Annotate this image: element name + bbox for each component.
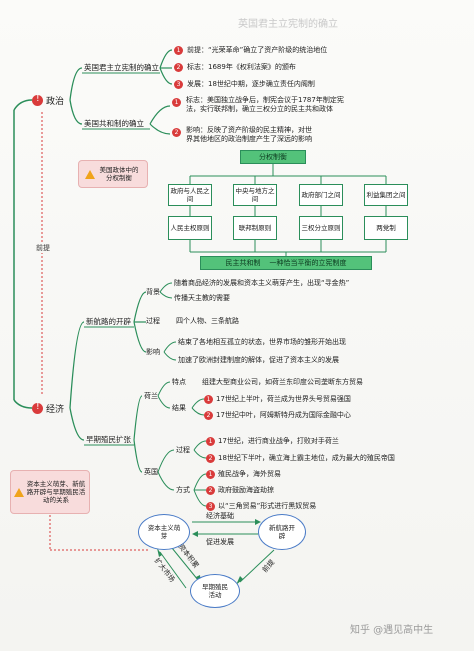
nl-feature: 组建大型商业公司，如荷兰东印度公司垄断东方贸易 bbox=[202, 378, 363, 386]
uk-method-num-1: 1 bbox=[206, 470, 215, 479]
routes-impact-2: 加速了欧洲封建制度的解体，促进了资本主义的发展 bbox=[178, 356, 339, 364]
node-new-routes: 新航路开辟 bbox=[258, 514, 306, 550]
republic-num-2: 2 bbox=[172, 128, 181, 137]
routes-label: 新航路的开辟 bbox=[86, 317, 131, 326]
rel-ab: 经济基础 bbox=[206, 512, 234, 520]
us-separation-note-text: 美国政体中的分权制衡 bbox=[99, 166, 139, 182]
routes-process: 四个人物、三条航路 bbox=[176, 317, 239, 325]
burst-icon bbox=[32, 94, 43, 106]
sep-bottom-4: 两党制 bbox=[364, 216, 408, 240]
politics-label: 政治 bbox=[46, 97, 65, 107]
economy-relation-note-text: 资本主义萌芽、新航路开辟与早期殖民活动的关系 bbox=[26, 480, 86, 504]
uk-process-num-2: 2 bbox=[206, 454, 215, 463]
republic-item-1-l1: 标志：美国独立战争后，制宪会议于1787年制定宪 bbox=[186, 96, 344, 104]
uk-process-num-1: 1 bbox=[206, 437, 215, 446]
economy-node: 经济 bbox=[32, 402, 64, 415]
nl-result-label: 结果 bbox=[172, 404, 186, 412]
monarchy-item-3: 发展：18世纪中期，逐步确立责任内阁制 bbox=[187, 80, 315, 88]
monarchy-item-2: 标志：1689年《权利法案》的颁布 bbox=[187, 63, 296, 71]
uk-method-3: 以“三角贸易”形式进行黑奴贸易 bbox=[218, 502, 317, 510]
republic-num-1: 1 bbox=[172, 98, 181, 107]
uk-process-1: 17世纪，进行商业战争，打败对手荷兰 bbox=[218, 437, 339, 445]
separation-title: 分权制衡 bbox=[240, 150, 306, 164]
routes-background-1: 随着商品经济的发展和资本主义萌芽产生，出现“寻金热” bbox=[174, 279, 350, 287]
uk-process-2: 18世纪下半叶，确立海上霸主地位，成为最大的殖民帝国 bbox=[218, 454, 395, 462]
monarchy-item-1: 前提：“光荣革命”确立了资产阶级的统治地位 bbox=[187, 46, 328, 54]
separation-footer: 民主共和制 一种恰当平衡的立宪制度 bbox=[200, 256, 372, 270]
nl-result-num-1: 1 bbox=[204, 395, 213, 404]
burst-icon bbox=[32, 402, 43, 414]
sep-top-4: 利益集团之间 bbox=[364, 184, 408, 206]
rel-ba: 促进发展 bbox=[206, 538, 234, 546]
republic-label: 美国共和制的确立 bbox=[84, 119, 144, 128]
routes-impact-label: 影响 bbox=[146, 348, 160, 356]
sep-top-2: 中央与地方之间 bbox=[233, 184, 277, 206]
routes-background-2: 传播天主教的需要 bbox=[174, 294, 230, 302]
routes-background-label: 背景 bbox=[146, 288, 160, 296]
republic-item-2-l2: 界其他地区的政治制度产生了深远的影响 bbox=[186, 135, 312, 143]
uk-method-label: 方式 bbox=[176, 486, 190, 494]
nl-result-num-2: 2 bbox=[204, 411, 213, 420]
monarchy-num-2: 2 bbox=[174, 63, 183, 72]
uk-method-1: 殖民战争，海外贸易 bbox=[218, 470, 281, 478]
sep-bottom-1: 人民主权原则 bbox=[168, 216, 212, 240]
warning-icon bbox=[14, 487, 24, 497]
netherlands-label: 荷兰 bbox=[144, 392, 158, 400]
sep-bottom-3: 三权分立原则 bbox=[299, 216, 343, 240]
node-early-colonial: 早期殖民活动 bbox=[190, 574, 240, 608]
warning-icon bbox=[85, 169, 95, 179]
monarchy-num-3: 3 bbox=[174, 80, 183, 89]
faded-header: 英国君主立宪制的确立 bbox=[238, 19, 338, 30]
uk-method-2: 政府鼓励海盗劫掠 bbox=[218, 486, 274, 494]
nl-feature-label: 特点 bbox=[172, 378, 186, 386]
economy-relation-note: 资本主义萌芽、新航路开辟与早期殖民活动的关系 bbox=[10, 470, 90, 514]
britain-label: 英国 bbox=[144, 468, 158, 476]
node-capitalism-sprouts: 资本主义萌芽 bbox=[138, 514, 190, 550]
watermark: 知乎 @遇见高中生 bbox=[350, 625, 434, 636]
us-separation-note: 美国政体中的分权制衡 bbox=[78, 160, 148, 188]
routes-process-label: 过程 bbox=[146, 317, 160, 325]
colonial-label: 早期殖民扩张 bbox=[86, 435, 131, 444]
sep-bottom-2: 联邦制原则 bbox=[233, 216, 277, 240]
sep-top-1: 政府与人民之间 bbox=[168, 184, 212, 206]
uk-method-num-2: 2 bbox=[206, 486, 215, 495]
economy-label: 经济 bbox=[46, 405, 65, 415]
uk-method-num-3: 3 bbox=[206, 502, 215, 511]
republic-item-1-l2: 法，实行联邦制，确立三权分立的民主共和政体 bbox=[186, 105, 333, 113]
monarchy-label: 英国君主立宪制的确立 bbox=[84, 63, 159, 72]
republic-item-2-l1: 影响：反映了资产阶级的民主精神，对世 bbox=[186, 126, 312, 134]
premise-label: 前提 bbox=[36, 244, 50, 253]
nl-result-2: 17世纪中叶，阿姆斯特丹成为国际金融中心 bbox=[216, 411, 351, 419]
monarchy-num-1: 1 bbox=[174, 46, 183, 55]
politics-node: 政治 bbox=[32, 94, 64, 107]
nl-result-1: 17世纪上半叶，荷兰成为世界头号贸易强国 bbox=[216, 395, 351, 403]
uk-process-label: 过程 bbox=[176, 446, 190, 454]
sep-top-3: 政府部门之间 bbox=[299, 184, 343, 206]
routes-impact-1: 结束了各地相互孤立的状态，世界市场的雏形开始出现 bbox=[178, 338, 346, 346]
